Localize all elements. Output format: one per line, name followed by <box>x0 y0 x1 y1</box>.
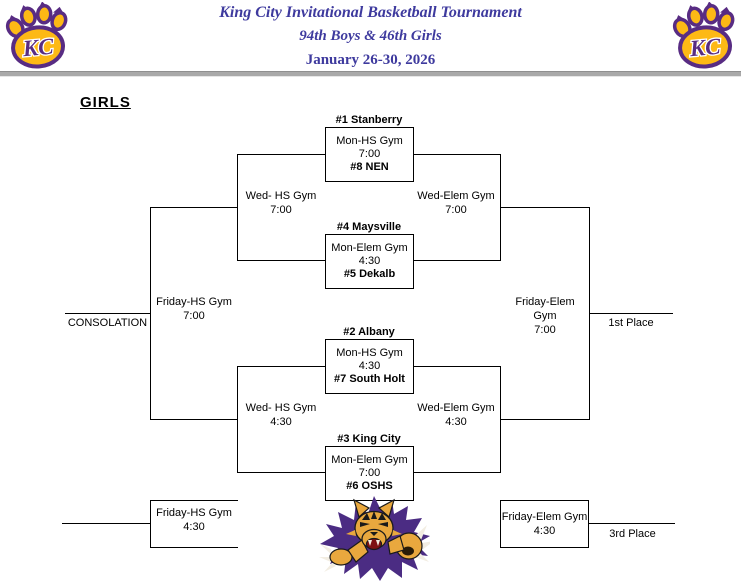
final-time: 7:00 <box>534 324 556 336</box>
game1-time: 7:00 <box>358 148 381 160</box>
game4-top-seed: #3 King City <box>337 433 401 445</box>
game3-top-seed: #2 Albany <box>343 326 395 338</box>
fifth-place-output-line <box>62 523 150 524</box>
tournament-dates: January 26-30, 2026 <box>305 52 436 68</box>
game2-bottom-seed: #5 Dekalb <box>343 268 396 280</box>
semifinal-time: 7:00 <box>445 204 467 216</box>
semifinal-time: 4:30 <box>270 416 292 428</box>
winners-top-output-line <box>500 207 589 208</box>
semifinal-consolation-top-label: Wed- HS Gym 7:00 <box>237 189 325 217</box>
consolation-result-label: CONSOLATION <box>67 317 148 329</box>
game2-time: 4:30 <box>358 255 381 267</box>
third-place-result-label: 3rd Place <box>609 528 656 540</box>
final-venue: Friday-HS Gym <box>156 296 232 308</box>
fifth-place-game-label: Friday-HS Gym 4:30 <box>152 506 236 534</box>
semifinal-venue: Wed- HS Gym <box>245 402 317 414</box>
game3-venue: Mon-HS Gym <box>336 347 403 359</box>
consolation-bottom-vertical <box>237 366 238 473</box>
game1-top-seed: #1 Stanberry <box>335 114 403 126</box>
third-place-output-line <box>588 523 675 524</box>
game4-box: Mon-Elem Gym 7:00 #6 OSHS <box>325 446 414 501</box>
final-time: 4:30 <box>533 525 556 537</box>
consolation-top-vertical <box>237 154 238 261</box>
final-venue: Friday-Elem Gym <box>501 511 588 523</box>
header-divider-rule <box>0 71 741 77</box>
kc-logo-text: KC <box>21 34 55 62</box>
semifinal-consolation-bottom-label: Wed- HS Gym 4:30 <box>237 401 325 429</box>
third-place-game-box: Friday-Elem Gym 4:30 <box>500 500 589 548</box>
semifinal-venue: Wed-Elem Gym <box>417 190 495 202</box>
game1-left-line <box>237 154 325 155</box>
consolation-result-line <box>65 313 150 314</box>
game4-venue: Mon-Elem Gym <box>331 454 408 466</box>
game1-bottom-seed: #8 NEN <box>350 161 389 173</box>
game3-left-line <box>237 366 325 367</box>
game2-venue: Mon-Elem Gym <box>331 242 408 254</box>
semifinal-time: 7:00 <box>270 204 292 216</box>
first-place-result-line <box>589 313 673 314</box>
game2-box: Mon-Elem Gym 4:30 #5 Dekalb <box>325 234 414 289</box>
game1-venue: Mon-HS Gym <box>336 135 403 147</box>
tournament-subtitle: 94th Boys & 46th Girls <box>299 28 442 44</box>
game3-box: Mon-HS Gym 4:30 #7 South Holt <box>325 339 414 394</box>
fifth-place-bottom-line <box>150 547 238 548</box>
championship-final-label: Friday-Elem Gym 7:00 <box>503 295 587 337</box>
game2-right-line <box>413 260 500 261</box>
winners-bottom-output-line <box>500 419 589 420</box>
final-time: 4:30 <box>183 521 205 533</box>
game2-left-line <box>237 260 325 261</box>
fifth-place-vertical <box>150 500 151 548</box>
wildcat-mascot-logo <box>319 496 430 581</box>
semifinal-venue: Wed-Elem Gym <box>417 402 495 414</box>
semifinal-venue: Wed- HS Gym <box>245 190 317 202</box>
final-venue: Friday-HS Gym <box>156 507 232 519</box>
semifinal-winners-top-label: Wed-Elem Gym 7:00 <box>412 189 500 217</box>
kc-paw-logo-left: KC <box>5 2 68 69</box>
final-venue: Friday-Elem Gym <box>515 296 575 322</box>
game2-top-seed: #4 Maysville <box>336 221 402 233</box>
semifinal-winners-bottom-label: Wed-Elem Gym 4:30 <box>412 401 500 429</box>
tournament-title: King City Invitational Basketball Tourna… <box>219 4 522 21</box>
game1-box: Mon-HS Gym 7:00 #8 NEN <box>325 127 414 182</box>
first-place-result-label: 1st Place <box>608 317 654 329</box>
game3-time: 4:30 <box>358 360 381 372</box>
game4-left-line <box>237 472 325 473</box>
game4-right-line <box>413 472 500 473</box>
consolation-top-output-line <box>150 207 237 208</box>
section-label-girls: GIRLS <box>80 94 131 111</box>
kc-logo-text: KC <box>688 34 722 62</box>
game4-bottom-seed: #6 OSHS <box>346 480 393 492</box>
kc-paw-logo-right: KC <box>672 2 735 69</box>
fifth-place-top-line <box>150 500 238 501</box>
game1-right-line <box>413 154 500 155</box>
consolation-bottom-output-line <box>150 419 237 420</box>
game3-right-line <box>413 366 500 367</box>
consolation-final-label: Friday-HS Gym 7:00 <box>152 295 236 323</box>
consolation-final-vertical <box>150 207 151 420</box>
final-time: 7:00 <box>183 310 205 322</box>
semifinal-time: 4:30 <box>445 416 467 428</box>
game4-time: 7:00 <box>358 467 381 479</box>
game3-bottom-seed: #7 South Holt <box>334 373 405 385</box>
